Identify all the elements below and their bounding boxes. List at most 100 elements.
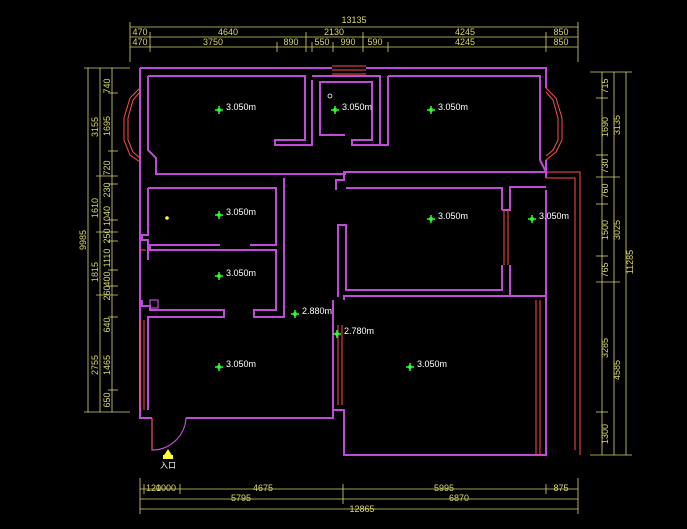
left-dim-label: 1110 xyxy=(102,249,112,268)
right-dim-label: 3025 xyxy=(612,220,622,240)
left-dim-label: 230 xyxy=(102,182,112,197)
elevation-dot-icon xyxy=(335,332,339,336)
elevation-label: 3.050m xyxy=(226,102,256,112)
elevation-marker: 3.050m xyxy=(215,268,256,280)
right-dim-label: 3285 xyxy=(600,338,610,358)
top-dim-label: 990 xyxy=(340,37,355,47)
left-dim-label: 2755 xyxy=(90,355,100,375)
elevation-label: 3.050m xyxy=(342,102,372,112)
elevation-marker: 3.050m xyxy=(331,102,372,114)
inner-right-window xyxy=(503,210,509,265)
right-balcony xyxy=(546,171,581,455)
elevation-markers: 3.050m 3.050m 3.050m 3.050m 3.050m 3.050… xyxy=(215,102,569,371)
top-dim-label: 4245 xyxy=(455,27,475,37)
right-bay-window xyxy=(545,87,563,161)
elevation-dot-icon xyxy=(217,213,221,217)
top-window xyxy=(332,65,366,75)
right-dim-label: 730 xyxy=(600,158,610,173)
elevation-marker: 3.050m xyxy=(427,211,468,223)
elevation-dot-icon xyxy=(333,108,337,112)
elevation-marker: 3.050m xyxy=(215,359,256,371)
top-bath-wall xyxy=(312,75,381,146)
left-dim-label: 1610 xyxy=(90,198,100,218)
bottom-dim-label: 6870 xyxy=(449,493,469,503)
light-point-icon xyxy=(165,216,169,220)
right-dimensions: 715 1690 730 760 1500 765 3285 1300 3135… xyxy=(590,71,635,456)
bottom-dim-label: 5995 xyxy=(434,483,454,493)
elevation-dot-icon xyxy=(293,312,297,316)
top-dim-label: 4640 xyxy=(218,27,238,37)
entrance-label: 入口 xyxy=(160,461,176,470)
right-dim-overall: 11285 xyxy=(625,250,635,274)
left-window xyxy=(139,249,146,410)
bottom-dim-label: 1000 xyxy=(156,483,176,493)
elevation-marker: 2.780m xyxy=(333,326,374,338)
elevation-marker: 2.880m xyxy=(291,306,332,318)
elevation-label: 3.050m xyxy=(417,359,447,369)
bottom-dim-label: 120 xyxy=(146,483,161,493)
right-dim-label: 760 xyxy=(600,183,610,198)
left-dim-label: 640 xyxy=(102,317,112,332)
top-dim-label: 590 xyxy=(367,37,382,47)
outer-wall xyxy=(139,67,547,456)
left-dim-label: 1815 xyxy=(90,262,100,282)
top-dim-label: 890 xyxy=(283,37,298,47)
elevation-dot-icon xyxy=(217,365,221,369)
left-dimensions: 9985 3155 1610 1815 2755 740 1695 720 23… xyxy=(78,67,130,413)
elevation-label: 3.050m xyxy=(226,207,256,217)
walls xyxy=(123,65,581,456)
bottom-dim-ticks xyxy=(139,478,579,514)
elevation-dot-icon xyxy=(530,217,534,221)
left-dim-ticks xyxy=(84,67,130,413)
left-dim-label: 400 xyxy=(102,271,112,286)
left-dim-label: 260 xyxy=(102,285,112,300)
elevation-marker: 3.050m xyxy=(406,359,447,371)
left-dim-label: 3155 xyxy=(90,117,100,137)
bottom-dim-label: 4675 xyxy=(253,483,273,493)
elevation-label: 3.050m xyxy=(226,268,256,278)
right-dim-label: 765 xyxy=(600,262,610,277)
left-dim-label: 1695 xyxy=(102,116,112,136)
left-mid-walls xyxy=(141,178,285,410)
top-dim-label: 850 xyxy=(553,37,568,47)
elevation-label: 3.050m xyxy=(438,102,468,112)
entrance: 入口 xyxy=(151,417,187,470)
elevation-marker: 3.050m xyxy=(528,211,569,223)
top-dim-label: 2130 xyxy=(324,27,344,37)
living-left-window xyxy=(337,325,343,405)
entrance-door-swing xyxy=(151,417,187,451)
top-dim-label: 850 xyxy=(553,27,568,37)
elevation-marker: 3.050m xyxy=(215,207,256,219)
bottom-dim-overall: 12865 xyxy=(349,504,374,514)
top-dim-label: 470 xyxy=(132,27,147,37)
left-dim-label: 250 xyxy=(102,228,112,243)
bottom-dim-label: 5795 xyxy=(231,493,251,503)
elevation-dot-icon xyxy=(217,274,221,278)
right-dim-label: 715 xyxy=(600,78,610,93)
bottom-dim-label: 875 xyxy=(553,483,568,493)
elevation-label: 3.050m xyxy=(539,211,569,221)
bottom-dimensions: 120 1000 4675 5995 875 5795 6870 12865 xyxy=(139,478,579,514)
left-dim-label: 740 xyxy=(102,78,112,93)
left-dim-label: 720 xyxy=(102,160,112,175)
top-dim-label: 3750 xyxy=(203,37,223,47)
left-bay-window xyxy=(123,87,141,163)
left-dim-label: 650 xyxy=(102,392,112,407)
storage-box xyxy=(149,299,159,309)
elevation-dot-icon xyxy=(217,108,221,112)
elevation-label: 2.780m xyxy=(344,326,374,336)
living-right-window xyxy=(535,300,541,455)
elevation-dot-icon xyxy=(429,217,433,221)
elevation-label: 3.050m xyxy=(438,211,468,221)
bedroom2-wall xyxy=(335,75,548,190)
top-dim-overall: 13135 xyxy=(341,15,366,25)
elevation-marker: 3.050m xyxy=(215,102,256,114)
top-dimensions: 13135 470 4640 2130 4245 850 470 3750 89… xyxy=(129,15,579,62)
elevation-label: 2.880m xyxy=(302,306,332,316)
elevation-dot-icon xyxy=(429,108,433,112)
right-dim-label: 3135 xyxy=(612,115,622,135)
entrance-marker-icon xyxy=(163,455,173,459)
small-fixture-icon xyxy=(327,93,333,99)
right-dim-label: 1300 xyxy=(600,424,610,444)
